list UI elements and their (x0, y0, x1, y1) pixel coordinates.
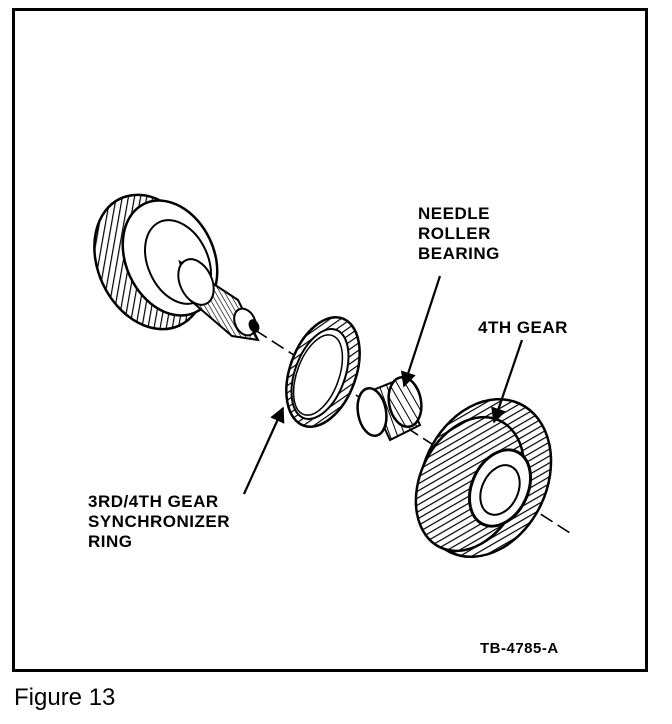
input-shaft-gear (93, 193, 260, 342)
figure-caption: Figure 13 (14, 684, 116, 711)
synchronizer-ring (285, 316, 361, 428)
fourth-gear (414, 397, 553, 559)
label-line: SYNCHRONIZER (88, 512, 231, 531)
needle-roller-bearing (356, 375, 423, 442)
leader-arrows (242, 275, 524, 495)
needle-roller-bearing-label: NEEDLE ROLLER BEARING (418, 204, 500, 264)
label-line: ROLLER (418, 224, 491, 243)
label-line: 3RD/4TH GEAR (88, 492, 219, 511)
label-line: BEARING (418, 244, 500, 263)
label-line: NEEDLE (418, 204, 490, 223)
synchronizer-ring-label: 3RD/4TH GEAR SYNCHRONIZER RING (88, 492, 230, 552)
fourth-gear-label: 4TH GEAR (478, 318, 568, 337)
label-line: RING (88, 532, 133, 551)
reference-code: TB-4785-A (480, 640, 559, 657)
figure-frame (12, 8, 648, 672)
